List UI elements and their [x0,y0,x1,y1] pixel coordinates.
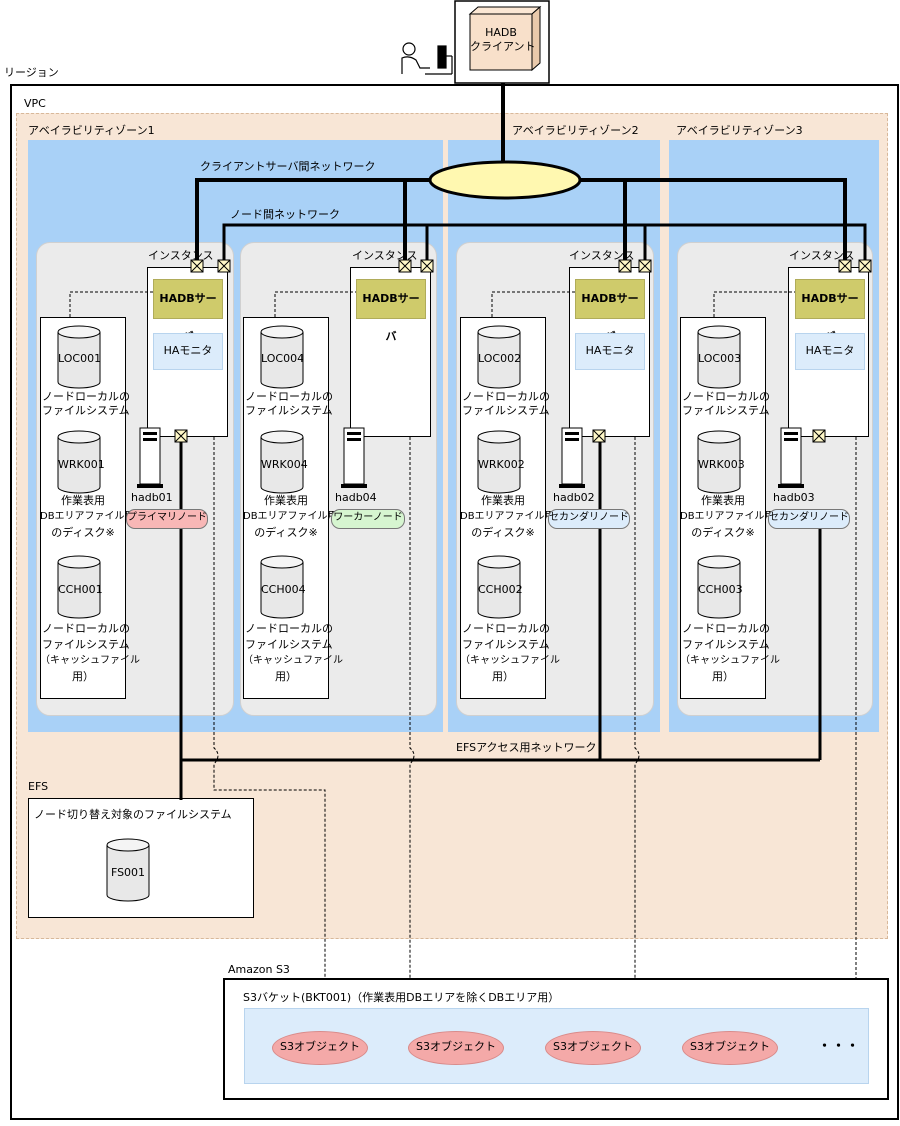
region-label: リージョン [4,66,59,79]
efs-disk-label: FS001 [110,866,146,879]
disk-label: CCH001 [58,583,103,596]
efs-network-label: EFSアクセス用ネットワーク [456,741,597,754]
efs-box-title: ノード切り替え対象のファイルシステム [34,808,232,821]
az2-label: アベイラビリティゾーン2 [512,124,639,137]
disk-desc: 用） [712,670,734,683]
client-label-1: HADB [485,26,517,39]
disk-desc: ノードローカルの [245,622,333,635]
disk-desc: DBエリアファイル用 [40,511,135,522]
disk-label: LOC003 [698,352,742,365]
s3-bucket-label: S3バケット(BKT001)（作業表用DBエリアを除くDBエリア用） [243,991,560,1004]
ha-monitor-3: HAモニタ [795,333,865,370]
efs-label: EFS [28,780,49,793]
disk-desc: のディスク※ [471,526,535,539]
server-icon [137,427,163,488]
disk-desc: 作業表用 [264,494,308,507]
server-icon [341,427,367,488]
disk-desc: （キャッシュファイル [243,655,343,666]
disk-icons [57,325,741,902]
disk-desc: のディスク※ [691,526,755,539]
dashed-links [69,291,857,978]
host-name: hadb03 [773,491,815,504]
disk-label: WRK003 [698,458,745,471]
disk-label: LOC001 [58,352,102,365]
disk-desc: ノードローカルの [42,390,130,403]
disk-desc: 作業表用 [481,494,525,507]
disk-label: CCH003 [698,583,743,596]
user-icon [401,42,453,75]
disk-label: LOC002 [478,352,522,365]
server-icon [559,427,585,488]
disk-desc: （キャッシュファイル [460,655,560,666]
disk-desc: 用） [275,670,297,683]
client-label-2: クライアント [470,40,536,53]
disk-desc: 作業表用 [61,494,105,507]
s3-label: Amazon S3 [228,963,290,976]
network-hub [428,160,582,200]
node-network-label: ノード間ネットワーク [230,208,340,221]
disk-label: WRK004 [261,458,308,471]
disk-desc: ファイルシステム [42,404,130,417]
disk-label: LOC004 [261,352,305,365]
disk-desc: ファイルシステム [682,404,770,417]
disk-desc: （キャッシュファイル [680,655,780,666]
s3-object: S3オブジェクト [408,1031,504,1065]
disk-desc: ファイルシステム [462,404,550,417]
disk-desc: のディスク※ [51,526,115,539]
hadb-server-4: HADBサーバ [356,279,426,343]
disk-label: CCH002 [478,583,523,596]
client-server-network [195,83,847,262]
host-name: hadb02 [553,491,595,504]
s3-object: S3オブジェクト [682,1031,778,1065]
disk-label: CCH004 [261,583,306,596]
disk-desc: ノードローカルの [462,622,550,635]
disk-desc: 作業表用 [701,494,745,507]
disk-desc: 用） [72,670,94,683]
disk-desc: DBエリアファイル用 [243,511,338,522]
hadb-server-3: HADBサーバ [795,279,865,343]
instance-label-2: インスタンス [569,249,635,262]
az1-label: アベイラビリティゾーン1 [28,124,155,137]
s3-object: S3オブジェクト [272,1031,368,1065]
disk-list-2 [460,317,546,699]
role-badge: ワーカーノード [331,509,405,529]
hadb-server-2: HADBサーバ [575,279,645,343]
disk-label: WRK002 [478,458,525,471]
node-network [222,223,867,262]
connector-icons [174,259,872,443]
s3-object: S3オブジェクト [545,1031,641,1065]
disk-desc: DBエリアファイル用 [680,511,775,522]
role-badge: セカンダリノード [548,509,630,529]
disk-desc: ノードローカルの [245,390,333,403]
vpc-label: VPC [24,97,46,110]
client-server-network-label: クライアントサーバ間ネットワーク [200,160,376,173]
disk-desc: ファイルシステム [462,638,550,651]
s3-more: ・・・ [818,1039,861,1054]
disk-desc: ノードローカルの [42,622,130,635]
efs-access-network [179,442,822,800]
disk-desc: ファイルシステム [245,404,333,417]
disk-desc: 用） [492,670,514,683]
host-name: hadb01 [131,491,173,504]
disk-desc: のディスク※ [254,526,318,539]
ha-monitor-2: HAモニタ [575,333,645,370]
host-name: hadb04 [335,491,377,504]
instance-label-3: インスタンス [789,249,855,262]
role-badge: プライマリノード [126,509,208,529]
role-badge: セカンダリノード [768,509,850,529]
disk-desc: ファイルシステム [245,638,333,651]
az3-label: アベイラビリティゾーン3 [676,124,803,137]
disk-desc: ノードローカルの [462,390,550,403]
disk-label: WRK001 [58,458,105,471]
disk-desc: ノードローカルの [682,622,770,635]
disk-desc: （キャッシュファイル [40,655,140,666]
disk-desc: ファイルシステム [682,638,770,651]
instance-label-4: インスタンス [352,249,418,262]
server-icon [778,427,804,488]
disk-desc: ファイルシステム [42,638,130,651]
ha-monitor-1: HAモニタ [153,333,223,370]
disk-desc: ノードローカルの [682,390,770,403]
disk-desc: DBエリアファイル用 [460,511,555,522]
